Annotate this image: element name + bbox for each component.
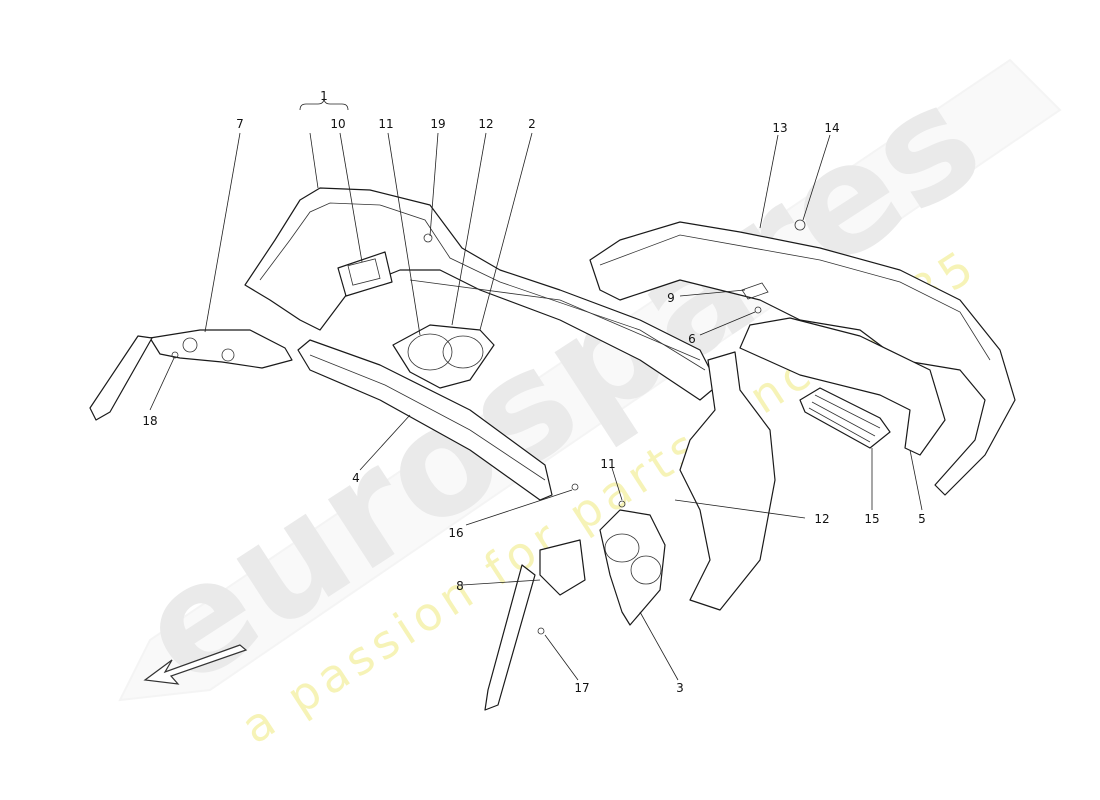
fastener-6-icon <box>754 306 762 314</box>
callout-5: 5 <box>918 512 926 526</box>
watermark-arrow-icon <box>118 58 1062 702</box>
callout-18: 18 <box>142 414 157 428</box>
callout-12-upper: 12 <box>478 117 493 131</box>
callout-14: 14 <box>824 121 839 135</box>
part-side-bracket-right <box>679 351 776 611</box>
part-left-bracket <box>89 329 293 421</box>
part-bumper-beam <box>297 339 553 501</box>
part-grille <box>799 387 891 449</box>
callout-12-lower: 12 <box>814 512 829 526</box>
part-exhaust-outlet-upper <box>392 324 495 389</box>
callout-6: 6 <box>688 332 696 346</box>
part-right-bracket <box>484 539 586 711</box>
fastener-17-icon <box>537 627 545 635</box>
callout-8: 8 <box>456 579 464 593</box>
callout-10: 10 <box>330 117 345 131</box>
callout-labels: 1 2 3 4 5 6 7 8 9 10 11 11 12 12 13 14 1… <box>142 89 925 695</box>
callout-17: 17 <box>574 681 589 695</box>
clip-19-icon <box>423 233 433 243</box>
fastener-18-icon <box>171 351 179 359</box>
clip-9-icon <box>741 282 769 300</box>
fasteners <box>171 219 806 635</box>
callout-9: 9 <box>667 291 675 305</box>
callout-11-lower: 11 <box>600 457 615 471</box>
direction-arrow-icon <box>143 644 248 685</box>
callout-15: 15 <box>864 512 879 526</box>
callout-4: 4 <box>352 471 360 485</box>
part-lower-diffuser <box>589 221 1016 496</box>
part-sensor-bracket <box>337 251 393 297</box>
callout-16: 16 <box>448 526 463 540</box>
fastener-11-icon <box>618 500 626 508</box>
part-diffuser-insert <box>739 317 946 456</box>
callout-19: 19 <box>430 117 445 131</box>
part-exhaust-outlet-lower <box>599 509 666 626</box>
callout-11-upper: 11 <box>378 117 393 131</box>
callout-2: 2 <box>528 117 536 131</box>
callout-1: 1 <box>320 89 328 103</box>
clip-14-icon <box>794 219 806 231</box>
callout-3: 3 <box>676 681 684 695</box>
callout-13: 13 <box>772 121 787 135</box>
leader-lines <box>149 97 923 681</box>
callout-7: 7 <box>236 117 244 131</box>
fastener-16-icon <box>571 483 579 491</box>
